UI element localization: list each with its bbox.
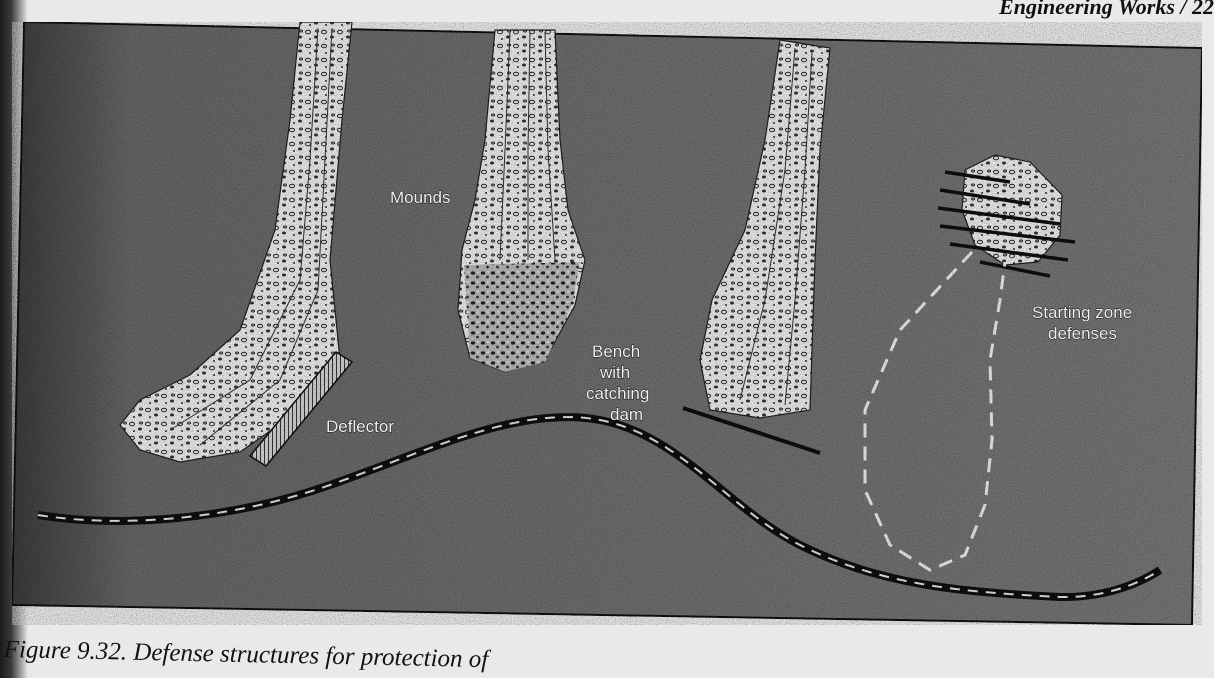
starting-zone-label-line-2: defenses (1048, 324, 1117, 343)
bench-label-line-1: Bench (592, 342, 640, 361)
bench-label-line-3: catching (586, 384, 649, 403)
deflector-label: Deflector (326, 417, 394, 436)
bench-label-line-4: dam (610, 405, 643, 424)
mounds-label: Mounds (390, 188, 450, 207)
starting-zone-label-line-1: Starting zone (1032, 303, 1132, 322)
bench-label-line-2: with (599, 363, 630, 382)
